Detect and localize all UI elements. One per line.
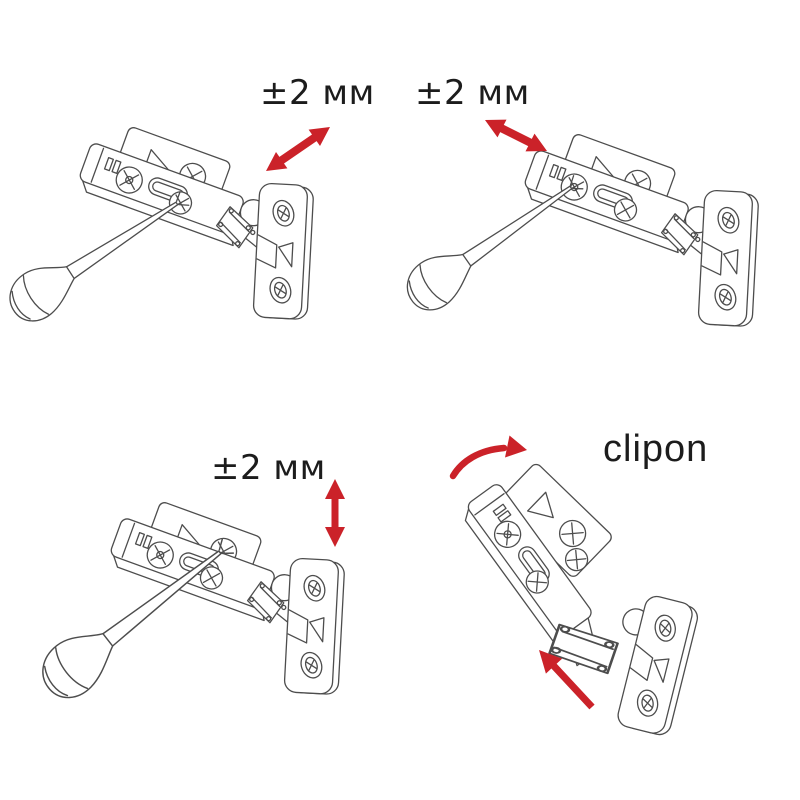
door-plate-illustration [597, 588, 702, 738]
panel-bottom-left [30, 479, 345, 709]
panel-top-right [396, 119, 759, 327]
curved-snap-arrow-icon [449, 435, 527, 480]
panel-bottom-right [449, 435, 702, 738]
straight-push-arrow-icon [539, 650, 595, 710]
panel-top-left [0, 126, 330, 331]
hinge-illustration [520, 133, 759, 327]
double-arrow-diagonal-icon [266, 127, 330, 171]
hinge-illustration [75, 126, 314, 320]
clipon-label: clipon [603, 428, 709, 470]
adjustment-label-top-right: ±2 мм [415, 73, 530, 113]
adjustment-label-bottom-left: ±2 мм [211, 448, 326, 488]
adjustment-label-top-left: ±2 мм [260, 73, 375, 113]
double-arrow-diagonal-icon [485, 119, 547, 152]
hinge-illustration [106, 501, 345, 695]
double-arrow-vertical-icon [325, 479, 345, 547]
